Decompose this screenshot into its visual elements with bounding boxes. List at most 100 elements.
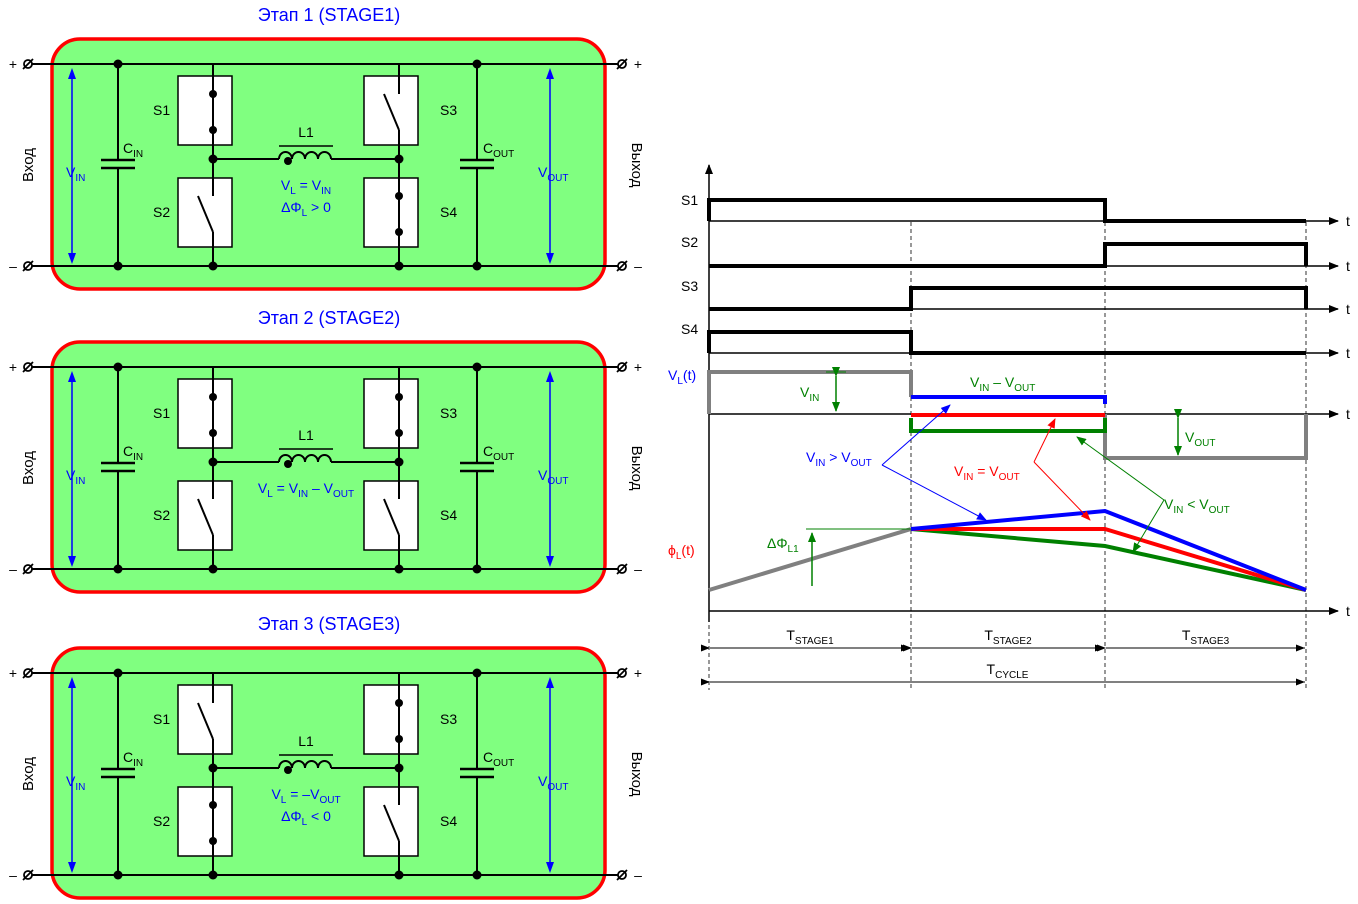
subscript: IN — [133, 149, 143, 160]
time-label: t — [1346, 603, 1350, 619]
subscript: IN — [133, 452, 143, 463]
switch-s1 — [177, 684, 233, 755]
output-plus-terminal-slash — [616, 58, 628, 70]
output-label: Выход — [628, 143, 645, 188]
input-minus-terminal-slash — [22, 869, 34, 881]
time-label: t — [1346, 213, 1350, 229]
subscript: STAGE2 — [993, 636, 1032, 647]
subscript: OUT — [1209, 505, 1230, 516]
text-part: V — [538, 467, 548, 483]
subscript: IN — [979, 383, 989, 394]
vl-stage2-lt — [909, 418, 1107, 433]
vout-arrow-head — [546, 862, 554, 873]
text-part: T — [1182, 627, 1191, 643]
switch-blade — [197, 702, 214, 740]
switch-pivot — [209, 429, 217, 437]
stage-panel — [50, 340, 607, 594]
inductor-polarity-dot — [284, 460, 292, 468]
switch-label: S4 — [440, 204, 457, 220]
cin-label: CIN — [123, 140, 143, 160]
subscript: L — [281, 795, 287, 806]
case-eq-leader — [1033, 418, 1056, 463]
vin-dim-label: VIN — [800, 384, 819, 404]
stage-equation: VL = VIN — [281, 177, 331, 197]
switch-blade — [197, 195, 214, 233]
switch-box — [363, 378, 419, 449]
case-lt-label: VIN < VOUT — [1164, 496, 1230, 516]
text-part: V — [800, 384, 810, 400]
inductor-coil — [278, 454, 332, 463]
switch-blade — [383, 93, 400, 131]
switch-label: S2 — [153, 813, 170, 829]
input-plus-terminal-slash — [22, 361, 34, 373]
node-dot — [113, 59, 123, 69]
subscript: OUT — [493, 149, 514, 160]
vout-arrow-head — [546, 371, 554, 382]
text-part: V — [66, 773, 76, 789]
inductor-polarity-dot — [284, 766, 292, 774]
cin-label: CIN — [123, 749, 143, 769]
vl-axis-label: VL(t) — [668, 367, 696, 387]
text-part: < 0 — [307, 808, 331, 824]
switch-s3 — [363, 378, 419, 449]
switch-blade — [197, 498, 214, 536]
input-label: Вход — [20, 148, 37, 182]
subscript: IN — [133, 758, 143, 769]
text-part: ΔΦ — [281, 199, 302, 215]
subscript: IN — [963, 472, 973, 483]
phi-stage1 — [708, 527, 912, 592]
inductor-label: L1 — [298, 733, 314, 749]
text-part: V — [538, 773, 548, 789]
text-part: V — [538, 164, 548, 180]
stage-panel — [50, 646, 607, 900]
switch-s1 — [177, 378, 233, 449]
node-dot — [394, 261, 404, 271]
text-part: C — [123, 140, 133, 156]
period-label: TSTAGE1 — [786, 627, 834, 647]
text-part: (t) — [681, 542, 694, 558]
switch-label: S2 — [153, 204, 170, 220]
stage-panel — [50, 37, 607, 291]
subscript: OUT — [1194, 438, 1215, 449]
input-label: Вход — [20, 757, 37, 791]
subscript: CYCLE — [995, 670, 1029, 681]
subscript: IN — [75, 173, 85, 184]
waveform-s2 — [709, 242, 1308, 268]
subscript: L1 — [788, 544, 800, 555]
input-minus-terminal-slash — [22, 563, 34, 575]
text-part: – V — [308, 480, 334, 496]
vin-label: VIN — [66, 467, 85, 487]
minus-sign: – — [634, 867, 642, 883]
switch-s3 — [363, 684, 419, 755]
vl-stage2-gt — [911, 395, 1107, 404]
text-part: > 0 — [307, 199, 331, 215]
plus-sign: + — [9, 359, 17, 375]
output-label: Выход — [628, 752, 645, 797]
vin-arrow-head — [68, 371, 76, 382]
switch-label: S4 — [440, 813, 457, 829]
switch-box — [177, 378, 233, 449]
subscript: IN — [75, 782, 85, 793]
text-part: = –V — [286, 786, 320, 802]
node-dot — [472, 59, 482, 69]
switch-label: S4 — [440, 507, 457, 523]
time-label: t — [1346, 345, 1350, 361]
text-part: = V — [973, 463, 999, 479]
text-part: (t) — [683, 367, 696, 383]
switch-pivot — [395, 699, 403, 707]
node-dot — [113, 261, 123, 271]
signal-label: S2 — [681, 234, 698, 250]
vout-label: VOUT — [538, 164, 568, 184]
text-part: ΔΦ — [767, 535, 788, 551]
subscript: L — [302, 208, 308, 219]
subscript: IN — [298, 489, 308, 500]
phi-lt — [910, 527, 1307, 592]
switch-pivot — [209, 126, 217, 134]
switch-label: S3 — [440, 102, 457, 118]
switch-s3 — [363, 75, 419, 146]
text-part: V — [271, 786, 281, 802]
subscript: L — [302, 817, 308, 828]
plus-sign: + — [634, 56, 642, 72]
